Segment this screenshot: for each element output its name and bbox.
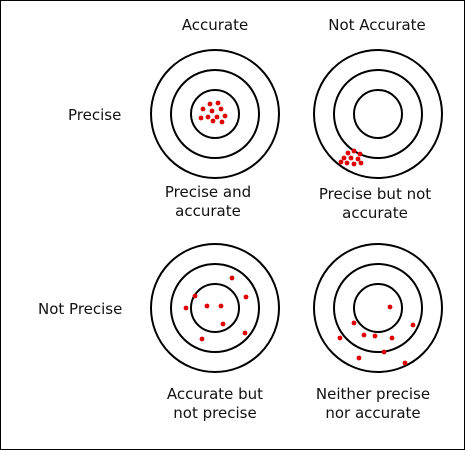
hit-dot [356,355,362,361]
hit-dot [198,115,204,121]
hit-dot [341,155,347,161]
hit-dot [205,114,211,120]
hit-dot [199,336,205,342]
target-neither [313,243,443,373]
caption-neither-line1: Neither precise [315,385,431,403]
target-precise-accurate [150,49,280,179]
target-accurate-not-precise [150,243,280,373]
hit-dot [355,156,361,162]
hit-dot [351,161,357,167]
row-label-not-precise: Not Precise [38,300,123,318]
hit-dot [222,113,228,119]
hit-dot [218,106,224,112]
hit-dot [344,160,350,166]
hit-dot [361,332,367,338]
hit-dot [200,106,206,112]
hit-dot [351,148,357,154]
hit-dot [218,303,224,309]
caption-precise-accurate-line1: Precise and [164,183,252,201]
hit-dot [214,114,220,120]
hit-dot [219,119,225,125]
row-label-precise: Precise [68,106,122,124]
caption-accurate-not-precise-line2: not precise [173,404,257,422]
hit-dot [381,349,387,355]
target-precise-not-accurate [313,49,443,179]
hit-dot [348,155,354,161]
hit-dot [345,150,351,156]
hit-dot [242,330,248,336]
hit-dot [357,151,363,157]
hit-dot [243,294,249,300]
caption-precise-accurate-line2: accurate [175,202,241,220]
hit-dot [204,303,210,309]
hit-dot [389,335,395,341]
hit-dot [183,305,189,311]
caption-neither-line2: nor accurate [325,404,421,422]
header-not-accurate: Not Accurate [328,16,426,34]
caption-accurate-not-precise-line1: Accurate but [166,385,264,403]
caption-precise-not-accurate-line1: Precise but not [318,185,432,203]
hit-dot [351,320,357,326]
hit-dot [337,335,343,341]
caption-precise-not-accurate-line2: accurate [342,204,408,222]
hit-dot [215,100,221,106]
header-accurate: Accurate [181,16,249,34]
hit-dot [410,322,416,328]
hit-dot [338,159,344,165]
hit-dot [220,321,226,327]
hit-dot [192,293,198,299]
hit-dot [209,108,215,114]
hit-dot [372,333,378,339]
hit-dot [210,118,216,124]
hit-dot [229,275,235,281]
hit-dot [207,101,213,107]
hit-dot [358,160,364,166]
hit-dot [387,304,393,310]
hit-dot [402,360,408,366]
